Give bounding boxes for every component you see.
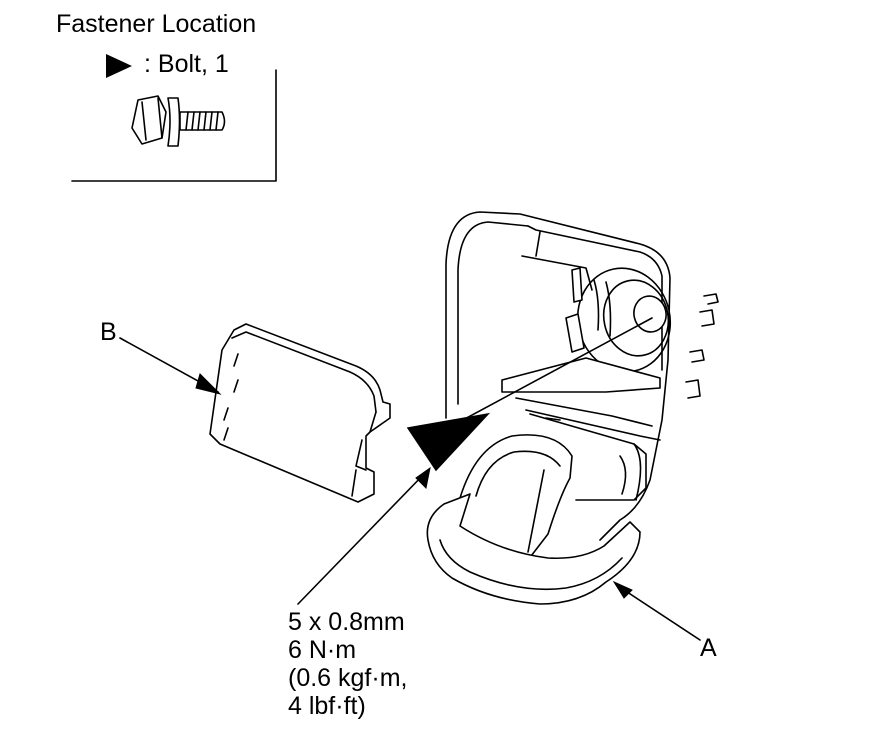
bolt-size-spec: 5 x 0.8mm <box>288 608 405 636</box>
legend-bolt-label: : Bolt, 1 <box>144 50 229 78</box>
panel-clip-marks <box>685 293 719 399</box>
legend-triangle-arrow-icon <box>106 54 132 78</box>
cover-part-b <box>209 323 391 503</box>
leader-line-a <box>617 585 701 641</box>
install-marker-arrow-icon <box>406 412 491 472</box>
leader-line-spec <box>297 471 427 605</box>
leader-spec-arrowhead <box>415 466 431 490</box>
torque-spec-kgfm: (0.6 kgf·m, <box>288 664 408 692</box>
legend-title: Fastener Location <box>56 10 257 38</box>
torque-spec-nm: 6 N·m <box>288 636 357 664</box>
callout-label-a: A <box>700 634 717 662</box>
torque-spec-lbfft: 4 lbf·ft) <box>288 692 366 720</box>
legend-bolt-icon <box>131 95 226 147</box>
leader-a-arrowhead <box>612 580 633 599</box>
bolt-axis-line <box>447 317 653 429</box>
callout-label-b: B <box>100 318 117 346</box>
legend-box-border <box>71 69 277 182</box>
leader-b-arrowhead <box>195 373 222 395</box>
trim-panel-part-a <box>426 211 672 605</box>
